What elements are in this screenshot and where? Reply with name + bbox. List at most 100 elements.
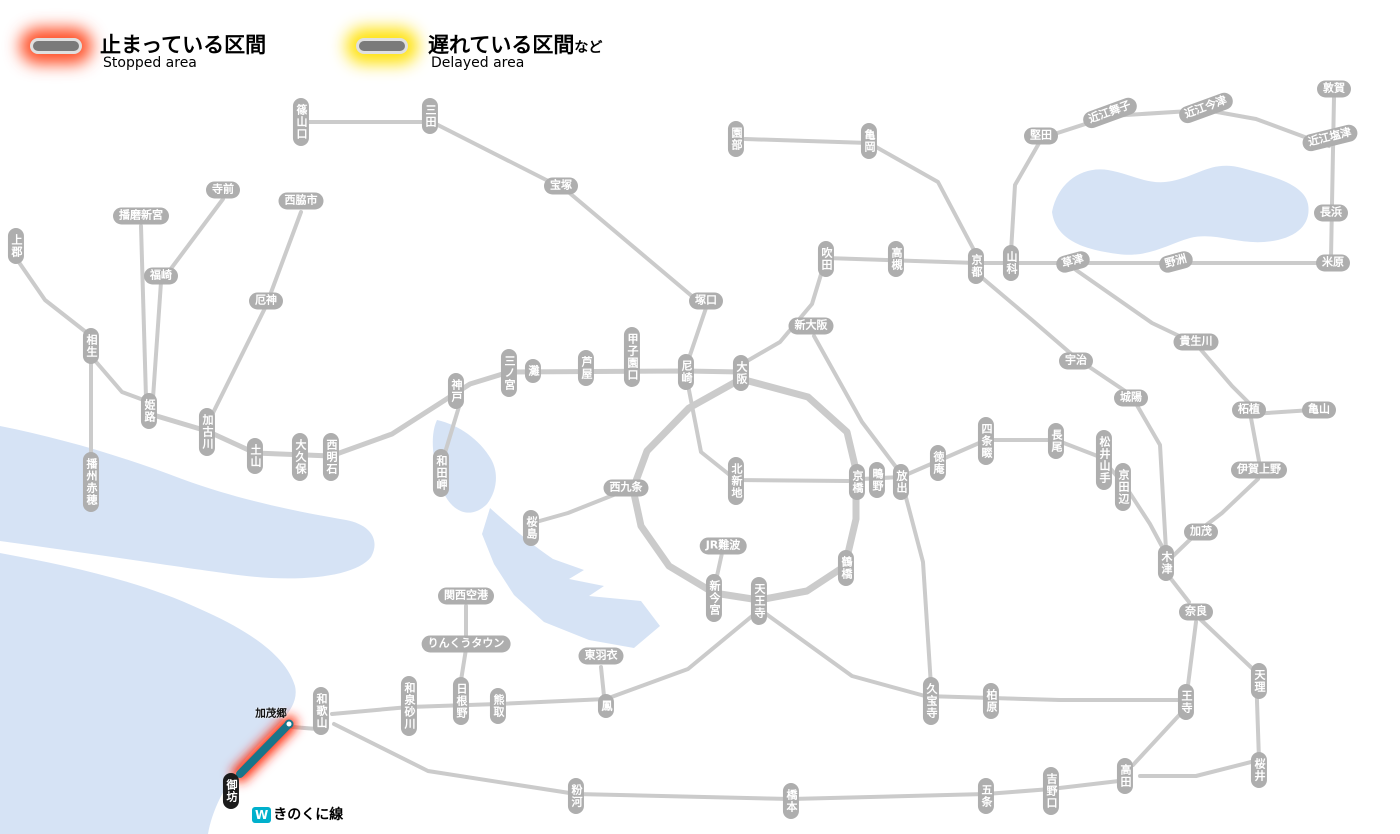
osaka-higashi-line bbox=[812, 334, 933, 688]
station-pill: 鳳 bbox=[597, 694, 615, 718]
station-pill: 土山 bbox=[246, 438, 264, 474]
station-pill: 和歌山 bbox=[312, 687, 330, 735]
station-pill: 京橋 bbox=[848, 464, 866, 500]
station-pill: 日根野 bbox=[452, 677, 470, 725]
station-pill: 王寺 bbox=[1177, 684, 1195, 720]
station-pill: 厄神 bbox=[249, 292, 283, 310]
lake-biwa bbox=[1052, 165, 1309, 255]
yamatoji-oji-nara bbox=[1185, 620, 1198, 695]
station-pill: 天理 bbox=[1250, 663, 1268, 699]
station-pill: 三ノ宮 bbox=[500, 349, 518, 397]
station-pill: 北新地 bbox=[727, 457, 745, 505]
station-pill: 伊賀上野 bbox=[1231, 461, 1287, 479]
station-pill: 貴生川 bbox=[1173, 333, 1219, 351]
nara-line bbox=[978, 274, 1168, 552]
legend-stopped-sample bbox=[30, 38, 82, 54]
station-pill: 芦屋 bbox=[577, 350, 595, 386]
legend-stopped-subtitle: Stopped area bbox=[103, 55, 197, 71]
kansai-line-tsuge-iga bbox=[1249, 416, 1261, 463]
station-pill: 播州赤穂 bbox=[82, 452, 100, 512]
station-pill: 熊取 bbox=[489, 688, 507, 724]
station-pill: 甲子園口 bbox=[623, 327, 641, 387]
station-pill: 塚口 bbox=[689, 292, 723, 310]
station-pill: 播磨新宮 bbox=[113, 207, 169, 225]
station-pill: 天王寺 bbox=[750, 577, 768, 625]
station-pill: 加茂 bbox=[1184, 523, 1218, 541]
station-pill: 和泉砂川 bbox=[400, 676, 418, 736]
station-pill: 城陽 bbox=[1114, 389, 1148, 407]
station-pill: 御坊 bbox=[222, 773, 240, 809]
station-pill: 桜井 bbox=[1250, 752, 1268, 788]
sanyo-line-west bbox=[14, 256, 93, 338]
hagoromo-line bbox=[599, 665, 606, 698]
station-pill: 東羽衣 bbox=[578, 647, 624, 665]
kusatsu-line bbox=[1074, 268, 1250, 404]
station-pill: 柘植 bbox=[1232, 401, 1266, 419]
kakogawa-line bbox=[207, 210, 303, 423]
sagano-line bbox=[743, 137, 977, 254]
sakurai-line bbox=[1138, 617, 1261, 778]
station-pill: 灘 bbox=[524, 359, 542, 383]
osaka-bay bbox=[482, 508, 660, 648]
yamatoji-line bbox=[760, 609, 1182, 702]
legend-delayed-sample bbox=[356, 38, 408, 54]
station-pill: 京田辺 bbox=[1114, 463, 1132, 511]
station-pill: 敦賀 bbox=[1317, 80, 1351, 98]
wakayama-line-oji-takada bbox=[1131, 709, 1185, 767]
station-pill: 亀山 bbox=[1302, 401, 1336, 419]
stopped-segment bbox=[236, 720, 293, 778]
osaka-loop-line bbox=[629, 375, 860, 604]
station-pill: 粉河 bbox=[567, 778, 585, 814]
station-pill: 相生 bbox=[82, 328, 100, 364]
station-pill: 堅田 bbox=[1024, 127, 1058, 145]
station-pill: 山科 bbox=[1002, 245, 1020, 281]
station-pill: 高田 bbox=[1116, 758, 1134, 794]
wadamisaki-line bbox=[442, 398, 463, 458]
kinokuni-line-label: W きのくに線 bbox=[251, 806, 348, 824]
station-pill: 西明石 bbox=[322, 433, 340, 481]
station-pill: 寺前 bbox=[206, 181, 240, 199]
station-pill: 米原 bbox=[1316, 254, 1350, 272]
station-pill: 吉野口 bbox=[1042, 767, 1060, 815]
station-pill: 福崎 bbox=[144, 267, 178, 285]
station-pill: 神戸 bbox=[447, 373, 465, 409]
station-pill: 高槻 bbox=[887, 241, 905, 277]
station-pill: 新大阪 bbox=[788, 317, 834, 335]
station-pill: 長浜 bbox=[1314, 204, 1348, 222]
kamogo-label: 加茂郷 bbox=[255, 707, 287, 720]
legend-delayed-title-suffix: など bbox=[574, 40, 603, 56]
station-pill: りんくうタウン bbox=[421, 635, 511, 653]
station-pill: 長尾 bbox=[1047, 423, 1065, 459]
station-pill: 京都 bbox=[967, 248, 985, 284]
kii-channel bbox=[0, 553, 296, 834]
station-pill: JR難波 bbox=[699, 537, 747, 555]
station-pill: 木津 bbox=[1157, 545, 1175, 581]
station-pill: 西脇市 bbox=[278, 192, 324, 210]
legend-delayed-subtitle: Delayed area bbox=[431, 55, 525, 71]
tozai-line bbox=[686, 383, 850, 483]
station-pill: 大阪 bbox=[732, 355, 750, 391]
station-pill: 久宝寺 bbox=[922, 677, 940, 725]
station-pill: 姫路 bbox=[140, 393, 158, 429]
station-pill: 篠山口 bbox=[292, 98, 310, 146]
station-pill: 亀岡 bbox=[860, 123, 878, 159]
station-pill: 宝塚 bbox=[544, 177, 578, 195]
station-pill: 三田 bbox=[421, 98, 439, 134]
legend-delayed-title: 遅れている区間など bbox=[428, 29, 602, 59]
station-pill: 五条 bbox=[977, 778, 995, 814]
station-pill: 西九条 bbox=[603, 479, 649, 497]
station-pill: 鴫野 bbox=[868, 462, 886, 498]
station-pill: 新今宮 bbox=[705, 574, 723, 622]
stopped-section bbox=[232, 716, 297, 782]
station-pill: 宇治 bbox=[1059, 352, 1093, 370]
legend-stopped-title: 止まっている区間 bbox=[100, 33, 267, 57]
kansai-line-iga-kizu bbox=[1170, 477, 1260, 559]
station-pill: 松井山手 bbox=[1095, 430, 1113, 490]
hokuriku-line bbox=[1329, 95, 1336, 260]
sanyo-aioi-himeji bbox=[89, 354, 151, 404]
nara-line-kizu-nara bbox=[1166, 573, 1191, 604]
yumesaki-line bbox=[534, 490, 623, 524]
bantan-line bbox=[151, 197, 225, 400]
station-pill: 和田岬 bbox=[432, 449, 450, 497]
